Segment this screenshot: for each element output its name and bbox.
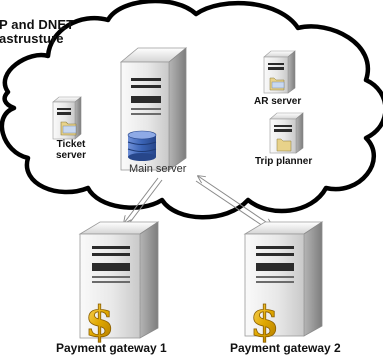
dollar-icon: $	[85, 297, 115, 347]
ticket-server-label-line2: server	[55, 149, 87, 161]
folder-icon	[60, 121, 77, 136]
payment-gateway-2-label: Payment gateway 2	[230, 341, 341, 355]
ticket-server-label: Ticket server	[50, 139, 92, 161]
trip-planner-label: Trip planner	[255, 156, 313, 167]
trip-planner-icon	[269, 112, 304, 154]
payment-gateway-2-icon	[243, 221, 324, 337]
connector-main-to-gateway-2	[195, 176, 272, 231]
infrastructure-title: P and DNET astrusture	[0, 18, 74, 45]
svg-text:$: $	[85, 297, 114, 346]
ar-server-label: AR server	[254, 96, 302, 107]
payment-gateway-1-icon	[78, 221, 160, 339]
payment-gateway-1-label: Payment gateway 1	[56, 341, 167, 355]
connectors	[124, 176, 272, 231]
dollar-icon: $	[250, 297, 280, 347]
database-icon	[127, 130, 157, 161]
ar-server-icon	[263, 50, 296, 94]
main-server-label: Main server	[129, 163, 187, 175]
connector-main-to-gateway-1	[124, 177, 163, 226]
ticket-server-label-line1: Ticket	[56, 139, 86, 150]
infrastructure-title-line1: P and DNET	[0, 17, 75, 32]
svg-text:$: $	[250, 297, 279, 346]
infrastructure-title-line2: astrusture	[0, 30, 64, 46]
